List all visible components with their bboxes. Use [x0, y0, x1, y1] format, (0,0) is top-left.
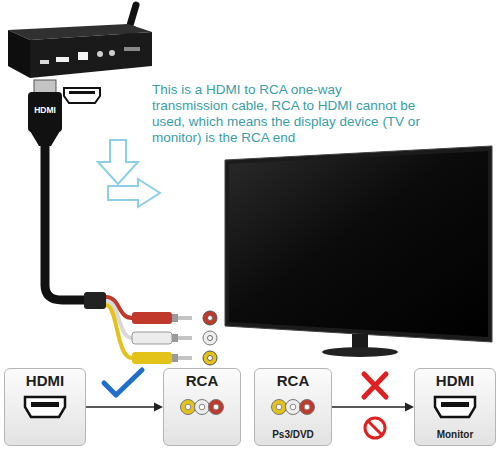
box-title: RCA — [277, 372, 310, 390]
rca-jacks — [203, 331, 217, 345]
hdmi-plug — [30, 131, 60, 146]
flow-arrows — [98, 140, 160, 207]
port-box: RCA — [163, 368, 241, 446]
hdmi-port-icon — [64, 88, 100, 103]
rca-plugs — [132, 332, 172, 344]
television — [229, 151, 488, 337]
flow-arrows — [98, 140, 138, 184]
box-subtitle: Monitor — [437, 429, 474, 441]
set-top-box — [124, 47, 140, 51]
rca-pin — [290, 404, 296, 410]
port-box: HDMI Monitor — [414, 368, 496, 446]
rca-jacks — [203, 351, 217, 365]
set-top-box — [30, 32, 152, 78]
rca-jack — [286, 400, 301, 415]
cross-mark — [364, 374, 386, 397]
rca-jacks — [208, 316, 213, 321]
rca-jack — [272, 400, 287, 415]
set-top-box — [8, 5, 152, 78]
no-symbol — [365, 418, 385, 438]
rca-jack — [209, 400, 224, 415]
rca-jacks — [203, 311, 217, 325]
arrow-line — [86, 406, 155, 408]
arrow-head — [405, 403, 414, 412]
box-title: HDMI — [436, 372, 474, 390]
rca-plugs — [178, 316, 192, 320]
rca-pin — [213, 404, 219, 410]
rca-jacks — [203, 311, 217, 365]
set-top-box — [109, 50, 115, 56]
television — [322, 347, 398, 357]
hdmi-port-icon — [64, 88, 100, 103]
flow-arrow — [86, 403, 163, 412]
rca-jack — [195, 400, 210, 415]
port-slot — [31, 402, 59, 407]
set-top-box — [40, 60, 49, 64]
hdmi-plug — [28, 80, 62, 146]
box-subtitle: Ps3/DVD — [272, 429, 314, 441]
television — [225, 146, 492, 342]
rca-pin — [185, 404, 191, 410]
rca-jack-icon — [269, 395, 317, 419]
cable — [106, 305, 132, 358]
rca-plugs — [132, 312, 192, 364]
cross-mark — [364, 374, 386, 397]
hdmi-plug — [34, 80, 56, 93]
hdmi-port-icon — [69, 91, 95, 94]
rca-plugs — [132, 352, 172, 364]
rca-jacks — [208, 356, 213, 361]
television — [352, 334, 368, 349]
rca-jack — [181, 400, 196, 415]
rca-pin — [304, 404, 310, 410]
set-top-box — [56, 57, 69, 62]
rca-pin — [199, 404, 205, 410]
television — [225, 146, 492, 357]
flow-arrow — [332, 403, 414, 412]
arrow-head — [154, 403, 163, 412]
note-text: This is a HDMI to RCA one-way transmissi… — [152, 82, 420, 146]
port-outline — [435, 397, 475, 417]
port-box: HDMI — [4, 368, 86, 446]
rca-plugs — [178, 356, 192, 360]
hdmi-plug — [28, 92, 62, 132]
rca-jack-icon — [178, 395, 226, 419]
port-outline — [25, 397, 65, 417]
cable — [45, 146, 88, 300]
set-top-box — [8, 30, 30, 78]
box-title: RCA — [186, 372, 219, 390]
hdmi-port-icon — [433, 395, 477, 419]
set-top-box — [97, 51, 103, 57]
rca-plugs — [172, 334, 178, 342]
arrow-line — [332, 406, 406, 408]
plug-label: HDMI — [28, 105, 62, 115]
cable — [84, 292, 106, 309]
rca-plugs — [132, 312, 172, 324]
flow-arrows — [108, 179, 160, 207]
rca-plugs — [178, 336, 192, 340]
box-title: HDMI — [26, 372, 64, 390]
hdmi-port-icon — [23, 395, 67, 419]
no-symbol — [365, 418, 385, 438]
rca-jack — [300, 400, 315, 415]
check-mark — [104, 370, 142, 395]
rca-plugs — [172, 314, 178, 322]
check-mark — [104, 370, 142, 395]
rca-plugs — [172, 354, 178, 362]
rca-pin — [276, 404, 282, 410]
port-slot — [441, 402, 469, 407]
rca-jacks — [208, 336, 213, 341]
set-top-box — [78, 52, 88, 60]
no-symbol — [368, 421, 382, 435]
port-box: RCA Ps3/DVD — [254, 368, 332, 446]
